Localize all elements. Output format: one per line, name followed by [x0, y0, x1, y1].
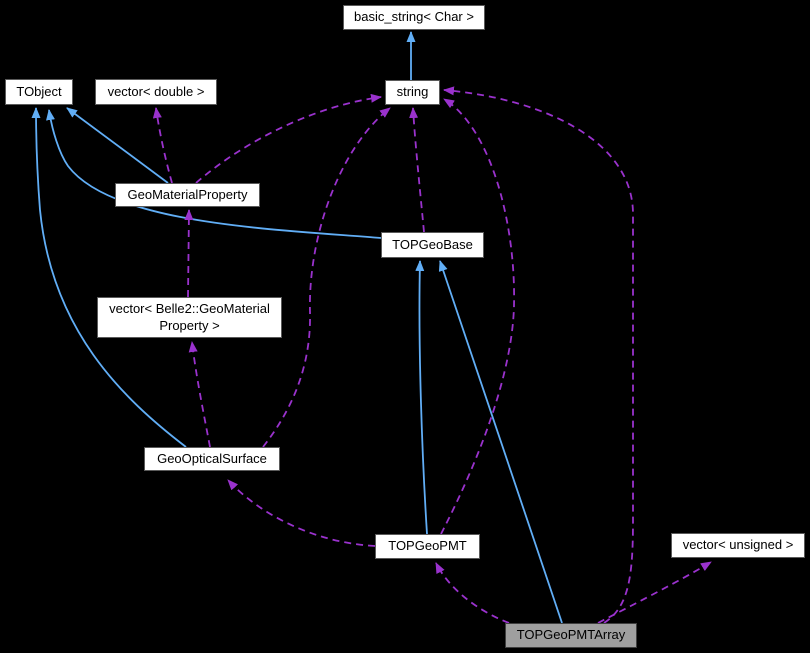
- edge-top_geo_base-to-string-usage: [409, 107, 425, 233]
- edge-geo_material_property-to-string-usage: [195, 93, 382, 184]
- node-top_geo_base[interactable]: TOPGeoBase: [381, 232, 484, 258]
- edge-top_geo_pmt-to-top_geo_base-inheritance: [415, 260, 428, 535]
- edge-geo_material_property-to-tobject-inheritance: [66, 107, 169, 184]
- edge-geo_optical_surface-to-tobject-inheritance: [31, 107, 187, 448]
- node-vector_belle2_geo_material_property[interactable]: vector< Belle2::GeoMaterial Property >: [97, 297, 282, 338]
- node-vector_unsigned[interactable]: vector< unsigned >: [671, 533, 805, 558]
- node-top_geo_pmt[interactable]: TOPGeoPMT: [375, 534, 480, 559]
- edge-top_geo_pmt-to-geo_optical_surface-usage: [227, 479, 376, 547]
- node-geo_optical_surface[interactable]: GeoOpticalSurface: [144, 447, 280, 471]
- node-string[interactable]: string: [385, 80, 440, 105]
- edge-top_geo_pmt_array-to-string-usage: [443, 86, 634, 624]
- edge-vector_belle2-to-geo_material_property-usage: [184, 209, 194, 298]
- edge-top_geo_pmt-to-string-usage: [440, 98, 515, 535]
- edge-geo_optical_surface-to-string-usage: [262, 107, 391, 448]
- node-geo_material_property[interactable]: GeoMaterialProperty: [115, 183, 260, 207]
- edge-top_geo_pmt_array-to-top_geo_pmt-usage: [435, 562, 510, 624]
- node-tobject[interactable]: TObject: [5, 79, 73, 105]
- edge-geo_material_property-to-vector_double-usage: [152, 107, 173, 184]
- edge-geo_optical_surface-to-vector_belle2-usage: [188, 341, 211, 448]
- edge-top_geo_pmt_array-to-vector_unsigned-usage: [597, 561, 712, 624]
- node-top_geo_pmt_array[interactable]: TOPGeoPMTArray: [505, 623, 637, 648]
- edge-top_geo_pmt_array-to-top_geo_base-inheritance: [438, 260, 563, 624]
- node-vector_double[interactable]: vector< double >: [95, 79, 217, 105]
- edge-top_geo_base-to-tobject-inheritance: [46, 109, 382, 239]
- node-basic_string[interactable]: basic_string< Char >: [343, 5, 485, 30]
